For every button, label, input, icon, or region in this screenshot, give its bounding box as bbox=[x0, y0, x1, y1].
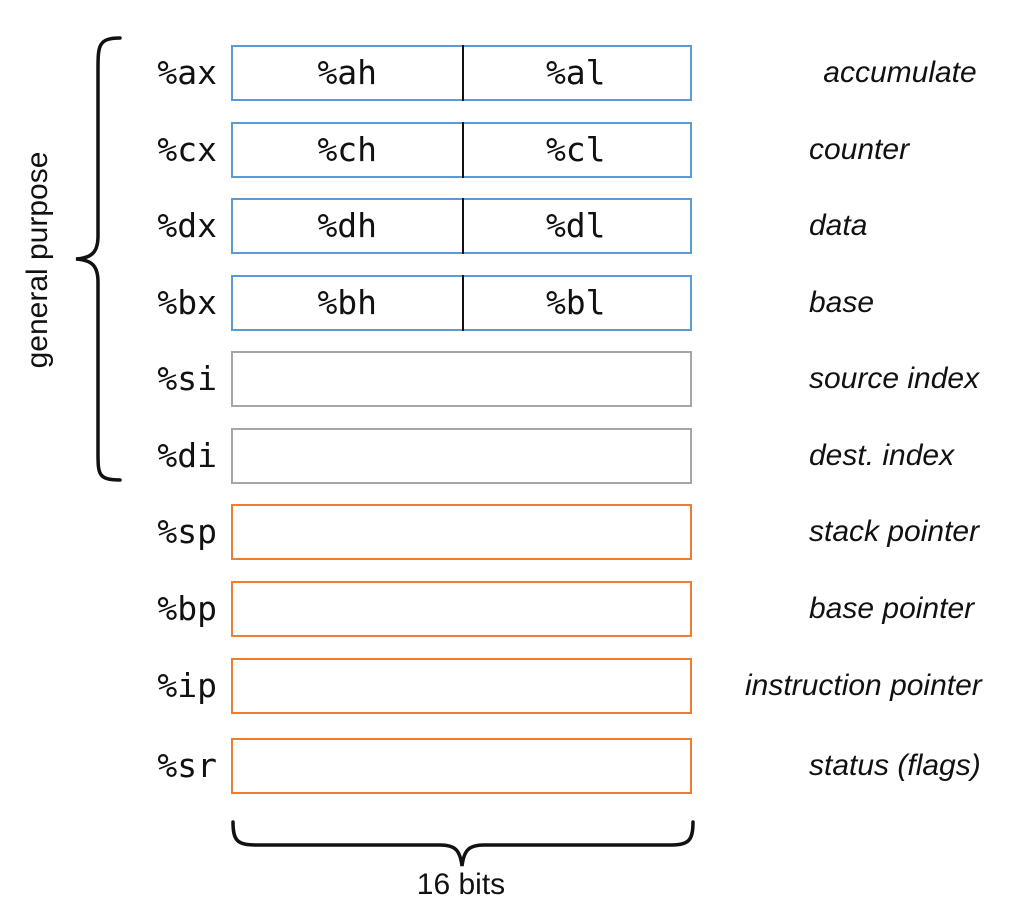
width-label: 16 bits bbox=[416, 868, 506, 901]
register-name-ax: %ax bbox=[157, 53, 217, 92]
half-divider bbox=[462, 122, 464, 178]
register-name-sr: %sr bbox=[157, 746, 217, 785]
register-box-di bbox=[231, 428, 692, 484]
register-high-half-dh: %dh bbox=[317, 206, 378, 245]
register-box-cx: %ch %cl bbox=[231, 122, 692, 178]
register-name-cx: %cx bbox=[157, 130, 217, 169]
register-box-dx: %dh %dl bbox=[231, 198, 692, 254]
half-divider bbox=[462, 275, 464, 331]
register-description-cx: counter bbox=[809, 133, 910, 166]
register-description-dx: data bbox=[809, 209, 868, 242]
register-low-half-cl: %cl bbox=[545, 130, 606, 169]
register-description-di: dest. index bbox=[809, 439, 955, 472]
register-box-sp bbox=[231, 504, 692, 560]
register-name-bp: %bp bbox=[157, 589, 217, 628]
register-low-half-al: %al bbox=[545, 53, 606, 92]
register-description-bp: base pointer bbox=[809, 592, 975, 625]
general-purpose-label: general purpose bbox=[21, 151, 54, 369]
register-name-bx: %bx bbox=[157, 283, 217, 322]
register-box-bx: %bh %bl bbox=[231, 275, 692, 331]
register-description-sr: status (flags) bbox=[809, 749, 981, 782]
register-name-di: %di bbox=[157, 436, 217, 475]
half-divider bbox=[462, 45, 464, 101]
half-divider bbox=[462, 198, 464, 254]
register-description-ax: accumulate bbox=[823, 56, 977, 89]
register-box-ax: %ah %al bbox=[231, 45, 692, 101]
register-description-si: source index bbox=[809, 362, 980, 395]
register-description-bx: base bbox=[809, 286, 875, 319]
register-box-ip bbox=[231, 658, 692, 714]
register-name-dx: %dx bbox=[157, 206, 217, 245]
register-high-half-ah: %ah bbox=[317, 53, 378, 92]
register-description-ip: instruction pointer bbox=[745, 669, 982, 702]
register-high-half-bh: %bh bbox=[317, 283, 378, 322]
register-low-half-bl: %bl bbox=[545, 283, 606, 322]
register-low-half-dl: %dl bbox=[545, 206, 606, 245]
register-name-sp: %sp bbox=[157, 512, 217, 551]
register-description-sp: stack pointer bbox=[809, 515, 980, 548]
register-box-sr bbox=[231, 738, 692, 794]
register-name-ip: %ip bbox=[157, 666, 217, 705]
register-box-si bbox=[231, 351, 692, 407]
register-box-bp bbox=[231, 581, 692, 637]
register-high-half-ch: %ch bbox=[317, 130, 378, 169]
register-name-si: %si bbox=[157, 359, 217, 398]
